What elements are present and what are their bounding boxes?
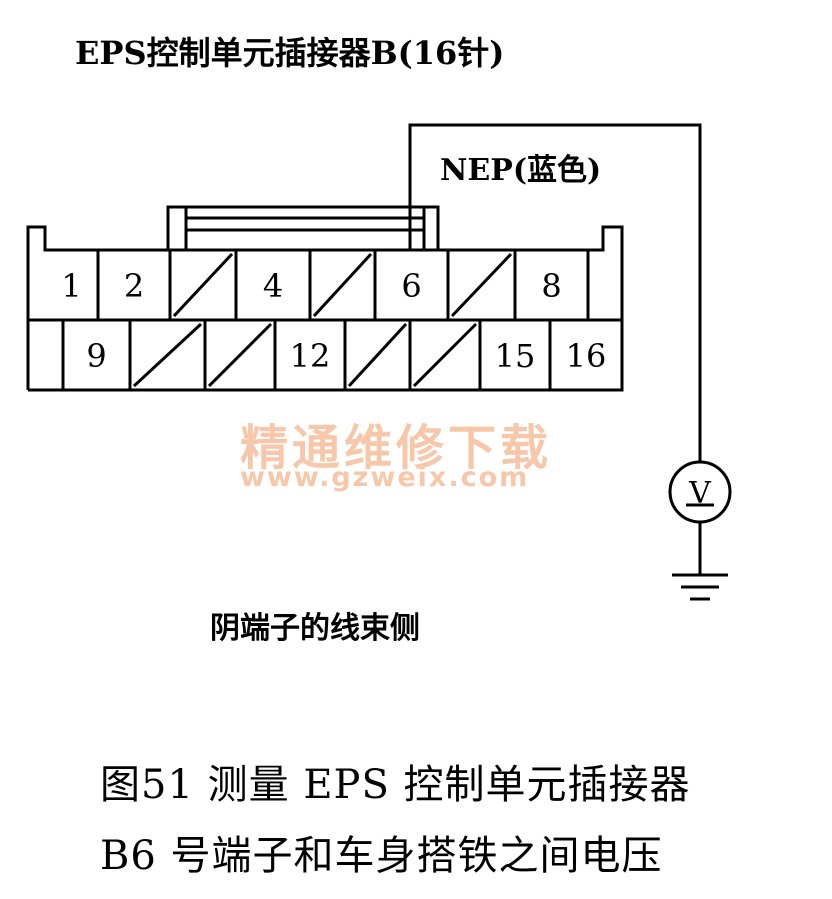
top-unused-cavity-slash — [312, 252, 373, 318]
watermark-text: 精通维修下载 — [240, 420, 553, 476]
watermark-url: www.gzweix.com — [240, 462, 530, 493]
bottom-terminal-9: 9 — [86, 337, 106, 375]
top-unused-cavity-slash — [172, 252, 234, 318]
top-terminal-2: 2 — [124, 267, 144, 305]
bottom-terminal-12: 12 — [290, 337, 331, 375]
bottom-terminal-15: 15 — [495, 337, 536, 375]
figure-caption-line-2: B6 号端子和车身搭铁之间电压 — [100, 833, 663, 879]
top-terminal-6: 6 — [401, 267, 421, 305]
figure-caption-line-1: 图51 测量 EPS 控制单元插接器 — [100, 762, 691, 808]
lock-bar — [166, 205, 440, 252]
bottom-terminal-16: 16 — [566, 337, 607, 375]
bottom-unused-cavity-slash — [412, 322, 478, 388]
test-lead — [408, 123, 702, 462]
bottom-row-cells: 9 12 15 16 — [61, 320, 607, 390]
top-terminal-1: 1 — [61, 267, 81, 305]
harness-side-label: 阴端子的线束侧 — [210, 611, 420, 646]
wire-label: NEP(蓝色) — [440, 153, 602, 188]
top-terminal-8: 8 — [541, 267, 561, 305]
connector-title: EPS控制单元插接器B(16针) — [75, 34, 505, 72]
top-row-cells: 1 2 4 6 8 — [61, 250, 590, 320]
top-unused-cavity-slash — [450, 252, 513, 318]
top-terminal-4: 4 — [263, 267, 283, 305]
bottom-unused-cavity-slash — [132, 322, 203, 388]
bottom-unused-cavity-slash — [207, 322, 273, 388]
connector-housing — [26, 225, 624, 392]
voltmeter-symbol: V — [688, 476, 712, 511]
bottom-unused-cavity-slash — [347, 322, 408, 388]
